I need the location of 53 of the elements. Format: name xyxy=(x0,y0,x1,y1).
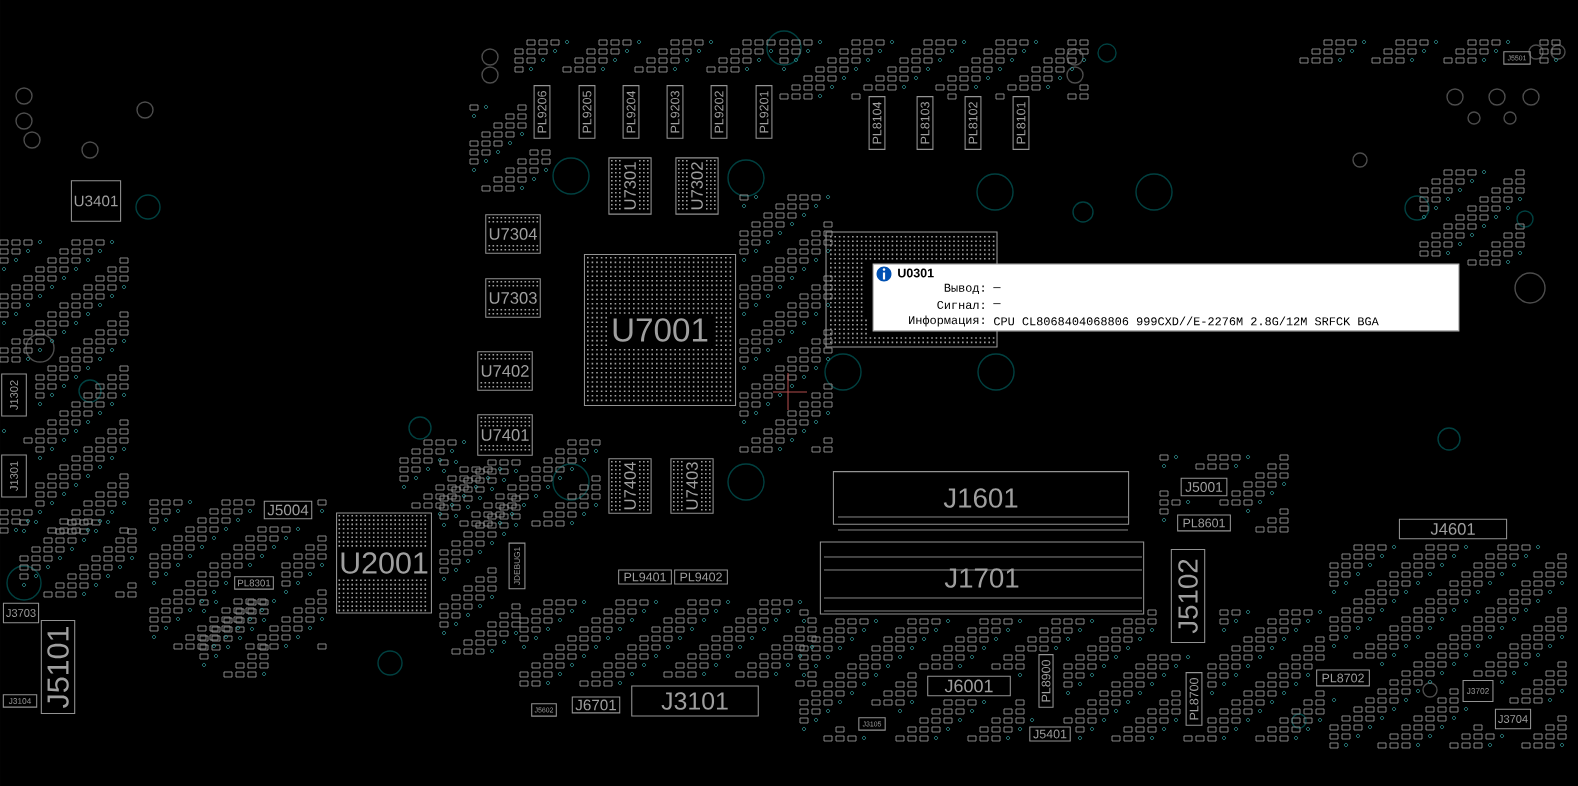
component-outline: J1701 xyxy=(819,541,1145,615)
component-outline: PL9203 xyxy=(666,85,684,139)
component-outline: JDEBUG1 xyxy=(508,542,526,590)
component-outline: PL8301 xyxy=(234,576,274,590)
component-outline: PL8101 xyxy=(1012,96,1030,150)
component-outline: U7401 xyxy=(477,414,533,456)
component-outline: PL8900 xyxy=(1038,654,1054,708)
component-outline: J5401 xyxy=(1029,726,1071,742)
field-value: — xyxy=(993,287,1001,289)
component-outline: U7001 xyxy=(583,253,737,407)
field-value: CPU CL8068404068806 999CXD//E-2276M 2.8G/12M SRFCK BGA xyxy=(994,316,1379,326)
component-outline: PL9202 xyxy=(710,85,728,139)
tooltip-title: U0301 xyxy=(898,268,934,278)
field-label: Вывод: xyxy=(944,283,984,295)
component-outline: J5001 xyxy=(1180,477,1228,497)
component-outline: J5101 xyxy=(40,619,76,715)
component-outline: J6001 xyxy=(927,675,1011,697)
component-outline: PL9402 xyxy=(674,569,728,585)
component-outline: PL9206 xyxy=(533,85,551,139)
component-outline: J1302 xyxy=(1,373,27,417)
component-outline: J5004 xyxy=(263,500,313,520)
component-outline: PL9204 xyxy=(622,85,640,139)
component-outline: U7403 xyxy=(670,458,714,514)
component-outline: PL9401 xyxy=(618,569,672,585)
component-outline: U7302 xyxy=(675,157,719,215)
component-outline: PL8103 xyxy=(916,96,934,150)
field-label: Сигнал: xyxy=(937,300,984,309)
component-outline: J1601 xyxy=(832,471,1130,525)
component-outline: U7304 xyxy=(485,214,541,254)
component-outline: PL8104 xyxy=(868,96,886,150)
component-outline: U7402 xyxy=(477,351,533,391)
component-outline: PL9201 xyxy=(755,85,773,139)
field-label: Информация: xyxy=(909,315,984,327)
component-outline: PL8102 xyxy=(964,96,982,150)
component-outline: J4601 xyxy=(1398,518,1508,540)
component-outline: J3703 xyxy=(2,602,40,624)
component-outline: J6701 xyxy=(571,696,621,714)
component-outline: J3101 xyxy=(631,685,759,717)
field-value: — xyxy=(993,303,1001,305)
component-outline: J3704 xyxy=(1494,708,1532,730)
component-outline: PL8702 xyxy=(1316,669,1370,687)
component-outline: PL8601 xyxy=(1177,514,1231,532)
component-outline: U3401 xyxy=(70,180,122,222)
component-outline: PL9205 xyxy=(578,85,596,139)
component-outline: U2001 xyxy=(336,512,432,614)
component-outline: J5102 xyxy=(1170,548,1206,644)
component-outline: U7303 xyxy=(485,278,541,318)
component-outline: J3104 xyxy=(2,694,38,708)
component-outline: J3702 xyxy=(1462,679,1494,703)
component-outline: PL8700 xyxy=(1185,672,1203,726)
component-outline: J1301 xyxy=(1,454,27,498)
component-outline: U7404 xyxy=(608,458,652,514)
component-outline: U7301 xyxy=(608,157,652,215)
